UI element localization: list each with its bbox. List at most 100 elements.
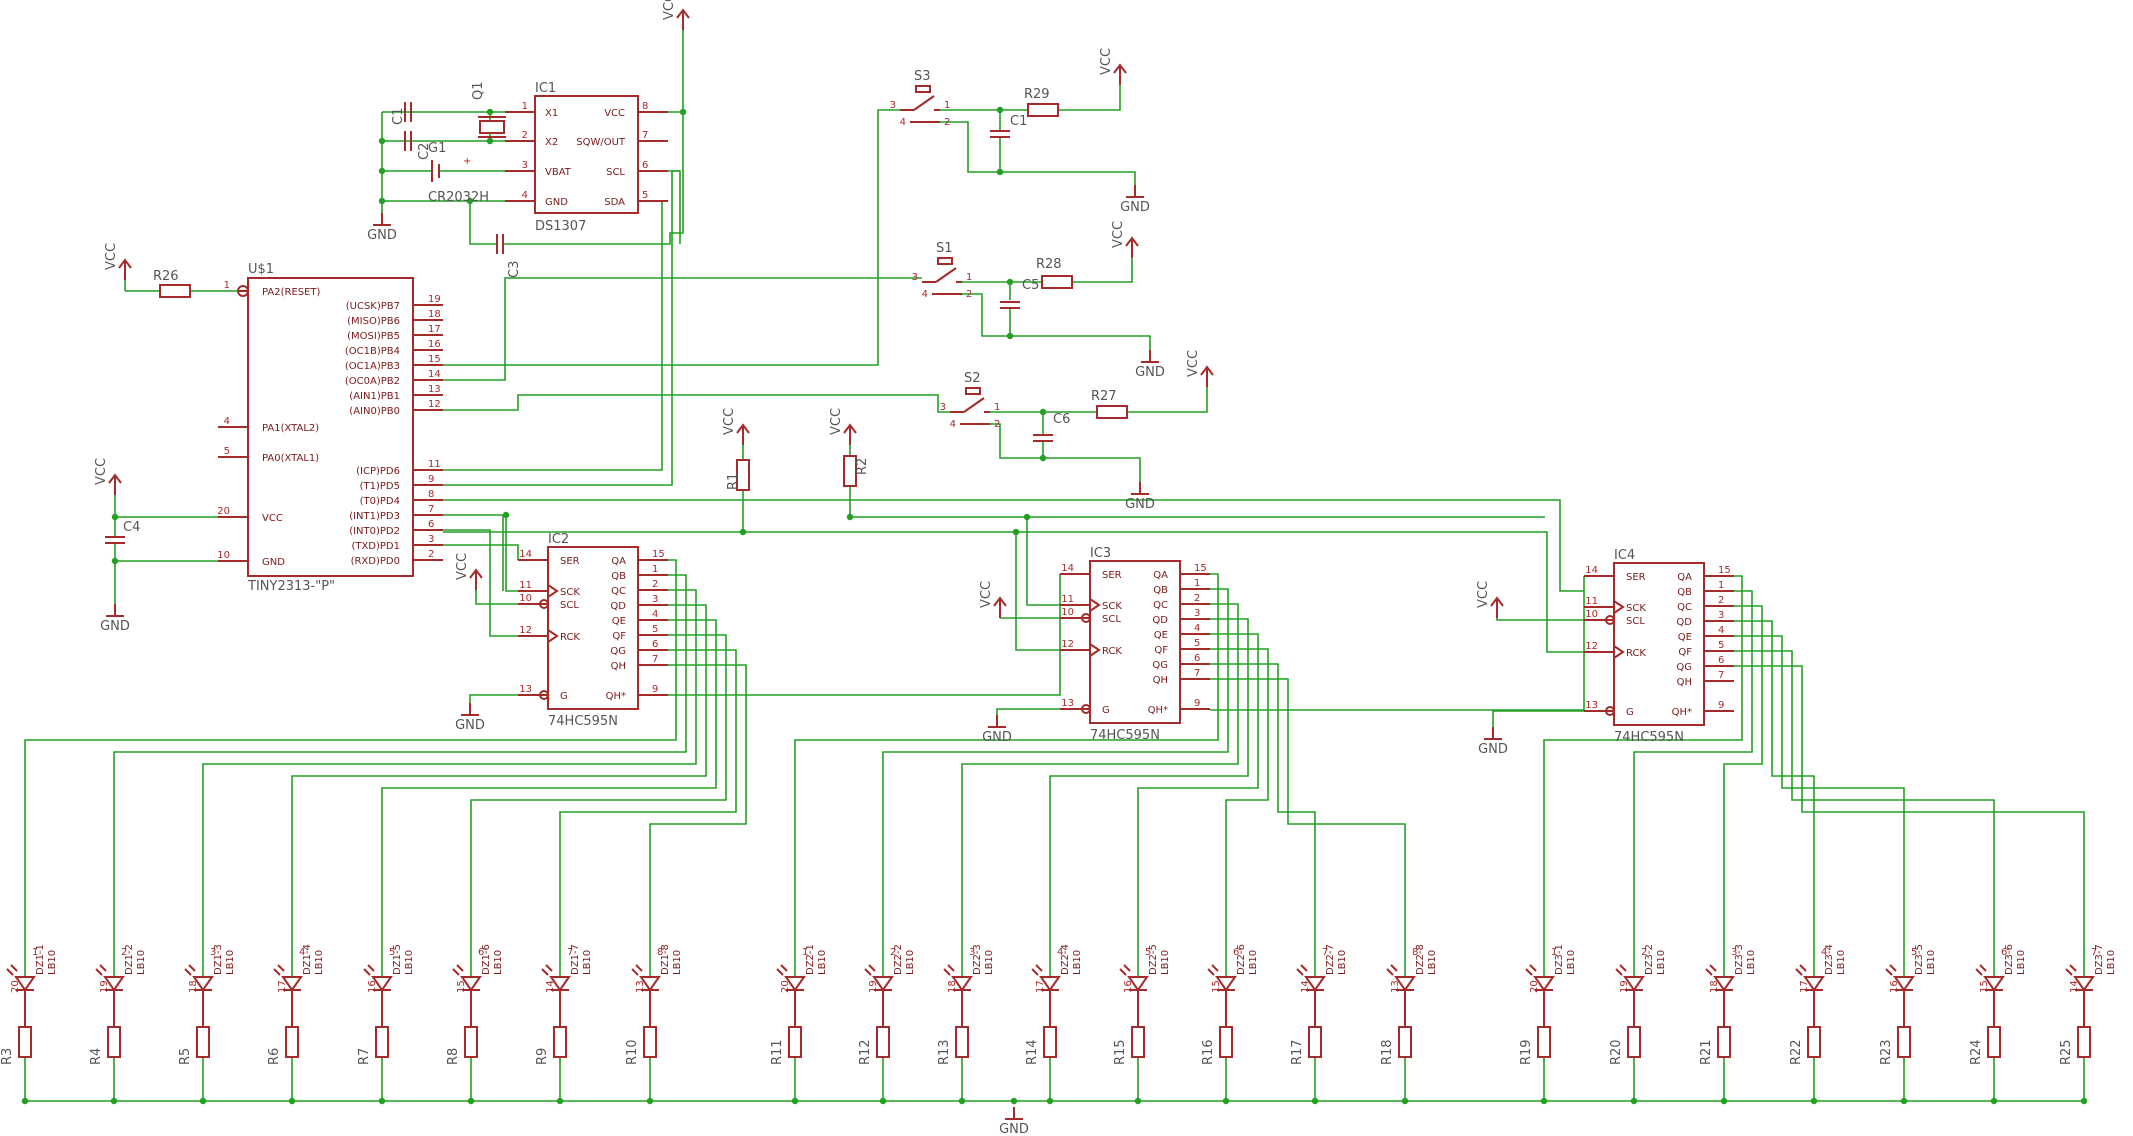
led-triangle (784, 976, 806, 992)
led-ref: DZ1-2 (124, 944, 135, 975)
led-triangle (872, 976, 894, 992)
junction-dot (846, 513, 854, 521)
vcc-arrow (843, 423, 857, 434)
led-triangle (951, 976, 973, 992)
wire (961, 603, 1239, 977)
wire (794, 573, 1219, 977)
sr-pin-number: 3 (1194, 608, 1200, 619)
shift-register-value: 74HC595N (1090, 728, 1160, 743)
wire-scl (443, 170, 680, 486)
led-value: LB10 (47, 950, 58, 975)
junction-dot (467, 1097, 475, 1105)
r26-label: R26 (153, 269, 179, 284)
resistor (196, 1026, 210, 1058)
ic1-body (534, 95, 639, 214)
led-cpin: 17 (277, 980, 288, 993)
sr-pin-label: G (560, 691, 568, 702)
junction-dot (739, 528, 747, 536)
sr-pin-number: 4 (1718, 625, 1724, 636)
wire (1210, 663, 1316, 977)
switch-pin: 1 (944, 100, 950, 111)
led-value: LB10 (2016, 950, 2027, 975)
wire (470, 634, 727, 977)
u1-pin-label: (AIN1)PB1 (349, 391, 400, 402)
led-pin: 5 (1911, 947, 1917, 958)
wire (202, 589, 697, 977)
wire (990, 423, 1141, 482)
resistor (788, 1026, 802, 1058)
led-arrow (1525, 968, 1533, 976)
led-value: LB10 (225, 950, 236, 975)
sr-bubble (1081, 704, 1091, 714)
junction-dot (1630, 1097, 1638, 1105)
g1-value: CR2032H (428, 190, 489, 205)
led-value: LB10 (672, 950, 683, 975)
led-arrow (1979, 964, 1987, 972)
u1-pin-number: 20 (217, 506, 230, 517)
switch-name: S3 (914, 69, 931, 84)
u1-pin-number: 19 (428, 294, 441, 305)
resistor-label: R9 (535, 1048, 550, 1065)
u1-pin-number: 6 (428, 519, 434, 530)
resistor (159, 284, 191, 298)
junction-dot (879, 1097, 887, 1105)
wire (1633, 590, 1753, 977)
led-arrow (1386, 968, 1394, 976)
sr-bubble (1081, 613, 1091, 623)
resistor-label: R18 (1380, 1039, 1395, 1065)
wire (1049, 618, 1249, 977)
sr-pin-label: QF (1154, 645, 1168, 656)
led-value: LB10 (984, 950, 995, 975)
led-pin: 8 (1412, 947, 1418, 958)
led-triangle (1039, 976, 1061, 992)
junction-dot (486, 137, 494, 145)
resistor (1219, 1026, 1233, 1058)
ic1-value: DS1307 (535, 219, 586, 234)
switch-name: S1 (936, 241, 953, 256)
led-arrow (1211, 964, 1219, 972)
sr-pin-number: 15 (1718, 565, 1731, 576)
resistor (18, 1026, 32, 1058)
led-cpin: 16 (1889, 980, 1900, 993)
sr-pin-label: QE (1678, 632, 1692, 643)
led-arrow (541, 968, 549, 976)
gnd-label: GND (1120, 200, 1150, 215)
sr-pin-label: SER (560, 556, 580, 567)
junction-dot (486, 108, 494, 116)
led-triangle (1533, 976, 1555, 992)
resistor-label: R12 (858, 1039, 873, 1065)
wire (1072, 258, 1133, 283)
u1-pin-label: (ICP)PD6 (356, 466, 400, 477)
wire (1210, 678, 1406, 977)
led-pin: 6 (1233, 947, 1239, 958)
junction-dot (199, 1097, 207, 1105)
led-triangle (1127, 976, 1149, 992)
resistor-label: R11 (770, 1039, 785, 1065)
led-ref: DZ2-8 (1415, 944, 1426, 975)
led-value: LB10 (2106, 950, 2117, 975)
junction-dot (288, 1097, 296, 1105)
u1-pin-number: 13 (428, 384, 441, 395)
led-value: LB10 (1746, 950, 1757, 975)
sr-pin-label: RCK (560, 632, 580, 643)
led-pin: 2 (1641, 947, 1647, 958)
vcc-arrow (1200, 365, 1214, 376)
wire (940, 121, 1136, 185)
u1-pin-number: 3 (428, 534, 434, 545)
clock-triangle (1613, 600, 1625, 614)
led-arrow (545, 964, 553, 972)
resistor (1096, 405, 1128, 419)
gnd-label: GND (455, 718, 485, 733)
u1-pin-label: (MOSI)PB5 (347, 331, 400, 342)
resistor (843, 455, 857, 487)
led-value: LB10 (1926, 950, 1937, 975)
wire-pb0 (443, 394, 950, 413)
led-value: LB10 (1337, 950, 1348, 975)
sr-pin-label: QE (612, 616, 626, 627)
wire-pb2 (443, 109, 900, 366)
sr-bubble (539, 599, 549, 609)
vcc-label: VCC (1099, 48, 1114, 75)
c3-label: C3 (507, 261, 522, 278)
wire (1058, 85, 1121, 111)
